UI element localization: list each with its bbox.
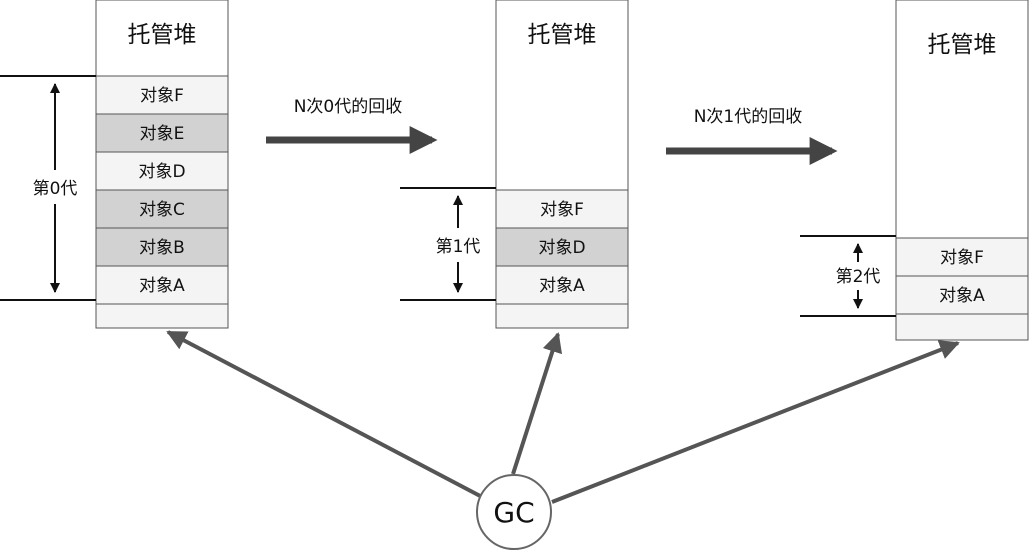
object-label: 对象D (538, 238, 585, 258)
transition-arrow-2: N次1代的回收 (666, 107, 838, 165)
heap-free-space (895, 313, 1029, 341)
gc-circle (476, 474, 552, 550)
gc-arrow-to-heap-1 (166, 330, 485, 500)
object-label: 对象A (539, 276, 585, 296)
object-label: 对象F (540, 200, 584, 220)
object-label: 对象C (139, 200, 185, 220)
object-cell: 对象D (95, 151, 229, 191)
object-cell: 对象E (95, 113, 229, 153)
object-cell: 对象A (95, 265, 229, 305)
object-cell-box (495, 265, 629, 305)
object-cell: 对象F (895, 237, 1029, 277)
object-cell: 对象F (495, 189, 629, 229)
heap-title: 托管堆 (128, 22, 197, 48)
object-cell-box (95, 189, 229, 229)
object-cell-box (95, 227, 229, 267)
object-cell: 对象F (95, 75, 229, 115)
object-cell-box (495, 189, 629, 229)
object-cell: 对象D (495, 227, 629, 267)
object-cell-box (895, 275, 1029, 315)
object-cell: 对象C (95, 189, 229, 229)
heap-gen2: 托管堆 对象F 对象A 第2代 (800, 0, 1029, 341)
generation-label: 第1代 (436, 237, 481, 257)
gc-arrow-to-heap-2 (511, 332, 563, 475)
object-cell-box (95, 75, 229, 115)
object-label: 对象B (139, 238, 185, 258)
object-cell-box (495, 227, 629, 267)
object-cell-box (95, 265, 229, 305)
transition-arrow-1: N次0代的回收 (266, 97, 438, 154)
heap-free-space (95, 303, 229, 329)
heap-free-space (495, 303, 629, 329)
object-cell-box (95, 151, 229, 191)
object-label: 对象F (940, 248, 984, 268)
generation-label: 第2代 (836, 267, 881, 287)
object-cell: 对象A (895, 275, 1029, 315)
gc-label: GC (493, 496, 534, 529)
object-label: 对象A (939, 286, 985, 306)
object-label: 对象F (140, 86, 184, 106)
gc-node: GC (476, 474, 552, 550)
heap-header-box (895, 0, 1029, 239)
heap-title: 托管堆 (928, 32, 997, 58)
gc-arrow-to-heap-3 (551, 340, 960, 504)
heap-gen1: 托管堆 对象F 对象D 对象A 第1代 (400, 0, 629, 329)
object-label: 对象E (140, 124, 185, 144)
object-label: 对象A (139, 276, 185, 296)
object-cell: 对象B (95, 227, 229, 267)
heap-gen0: 托管堆 对象F 对象E 对象D 对象C 对象B (0, 0, 229, 329)
generation-label: 第0代 (33, 179, 78, 199)
gc-pointers (166, 330, 960, 504)
heap-title: 托管堆 (528, 22, 597, 48)
transition-label: N次0代的回收 (294, 97, 403, 117)
transition-label: N次1代的回收 (694, 107, 803, 127)
heap-header-box (95, 0, 229, 77)
object-cell: 对象A (495, 265, 629, 305)
object-label: 对象D (138, 162, 185, 182)
object-cell-box (895, 237, 1029, 277)
